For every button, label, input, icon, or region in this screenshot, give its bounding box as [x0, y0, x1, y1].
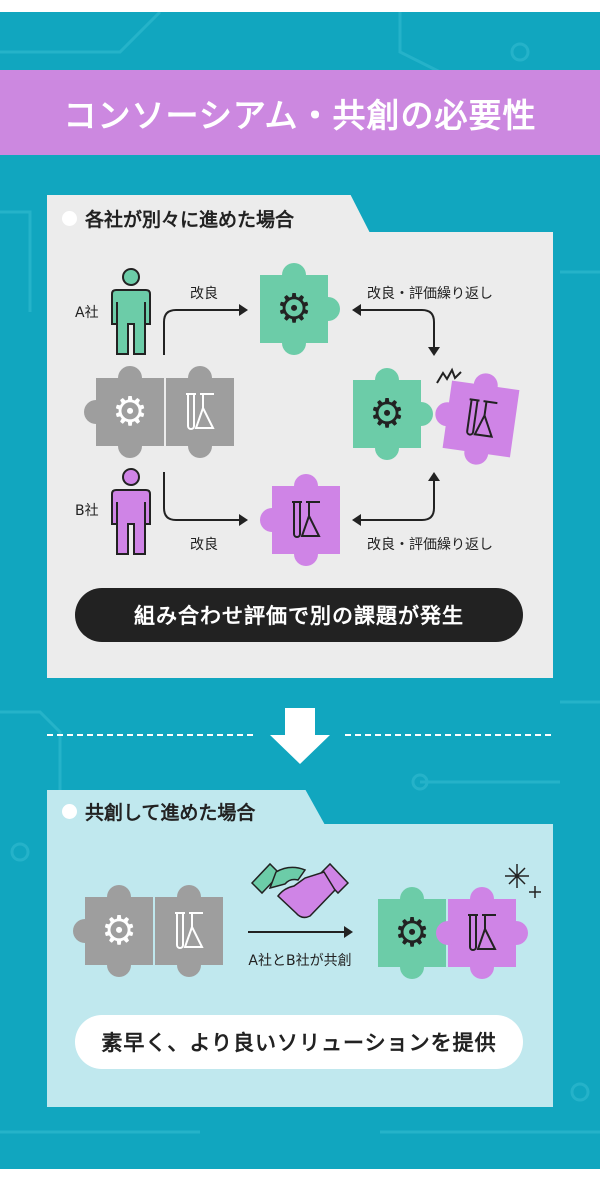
puzzle-piece-gear-gray: ⚙ [73, 885, 153, 977]
improve-b-label: 改良 [190, 537, 218, 553]
puzzle-piece-a: ⚙ [260, 263, 340, 355]
gear-icon: ⚙ [112, 389, 148, 435]
puzzle-piece-b-mismatch [433, 380, 520, 458]
puzzle-piece-flask-gray [155, 885, 223, 977]
person-b-icon [111, 468, 151, 555]
flow-arrows [163, 304, 462, 526]
section-heading: 各社が別々に進めた場合 [85, 208, 295, 231]
transition-arrow [47, 708, 553, 764]
gear-icon: ⚙ [369, 391, 405, 437]
puzzle-piece-a-result: ⚙ [353, 368, 433, 460]
flask-icon [448, 899, 516, 967]
puzzle-piece-a-combined: ⚙ [378, 887, 446, 979]
company-b-label: B社 [75, 503, 99, 519]
puzzle-piece-flask-gray [166, 366, 234, 458]
repeat-a-label: 改良・評価繰り返し [367, 286, 493, 302]
flask-icon [166, 378, 234, 446]
bullet-dot [62, 803, 77, 819]
flask-icon [272, 486, 340, 554]
solution-result-pill: 素早く、より良いソリューションを提供 [75, 1015, 523, 1069]
down-arrow-icon [270, 708, 330, 764]
section-heading: 共創して進めた場合 [85, 801, 256, 824]
flask-icon [443, 381, 520, 458]
improve-a-label: 改良 [190, 286, 218, 302]
puzzle-piece-b-combined [436, 887, 528, 979]
problem-result-pill: 組み合わせ評価で別の課題が発生 [75, 588, 523, 642]
right-arrow-icon [248, 926, 353, 938]
gear-icon: ⚙ [101, 908, 137, 954]
gear-icon: ⚙ [394, 910, 430, 956]
circuit-pattern [0, 12, 600, 1134]
gear-icon: ⚙ [276, 286, 312, 332]
company-a-label: A社 [75, 305, 99, 321]
page-title: コンソーシアム・共創の必要性 [0, 70, 600, 155]
sparkle-icon [505, 864, 541, 898]
puzzle-piece-b [260, 474, 340, 566]
person-a-icon [111, 268, 151, 355]
repeat-b-label: 改良・評価繰り返し [367, 537, 493, 553]
puzzle-piece-gear-gray: ⚙ [84, 366, 164, 458]
bullet-dot [62, 210, 77, 226]
flask-icon [155, 897, 223, 965]
handshake-icon [250, 862, 350, 919]
co-creation-label: A社とB社が共創 [248, 953, 352, 969]
